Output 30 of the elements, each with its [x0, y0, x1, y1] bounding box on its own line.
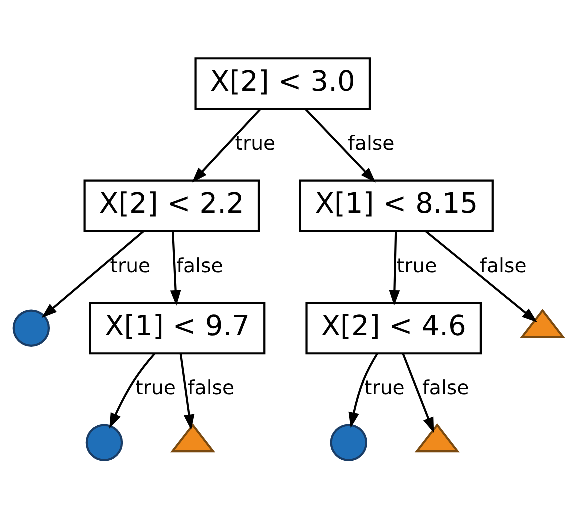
edge-label: false: [480, 254, 527, 278]
node-box: X[2] < 2.2: [84, 180, 260, 232]
node-circle: [86, 424, 124, 462]
node-box: X[2] < 3.0: [194, 58, 372, 110]
edge-label: true: [110, 254, 151, 278]
edge-label: false: [422, 376, 470, 400]
arrow: [110, 353, 156, 429]
edge-label: false: [348, 132, 395, 156]
arrow: [348, 353, 378, 428]
node-triangle: [414, 424, 460, 453]
node-circle: [12, 310, 50, 347]
node-triangle: [170, 424, 216, 453]
edge-label: false: [176, 254, 224, 278]
arrow: [170, 232, 182, 306]
arrow: [192, 108, 262, 183]
edge-label: true: [136, 376, 176, 400]
node-circle: [330, 424, 368, 462]
arrow: [426, 230, 538, 323]
node-box: X[1] < 8.15: [299, 180, 494, 232]
arrow: [389, 232, 400, 306]
edge-label: true: [235, 132, 276, 156]
node-box: X[1] < 9.7: [89, 302, 266, 355]
arrow: [42, 230, 144, 318]
edge-label: true: [396, 254, 438, 278]
edge-label: true: [364, 376, 405, 400]
edge-label: false: [188, 376, 235, 400]
arrow: [180, 354, 195, 430]
arrow: [305, 108, 376, 183]
node-box: X[2] < 4.6: [306, 302, 482, 355]
arrow: [402, 354, 434, 434]
